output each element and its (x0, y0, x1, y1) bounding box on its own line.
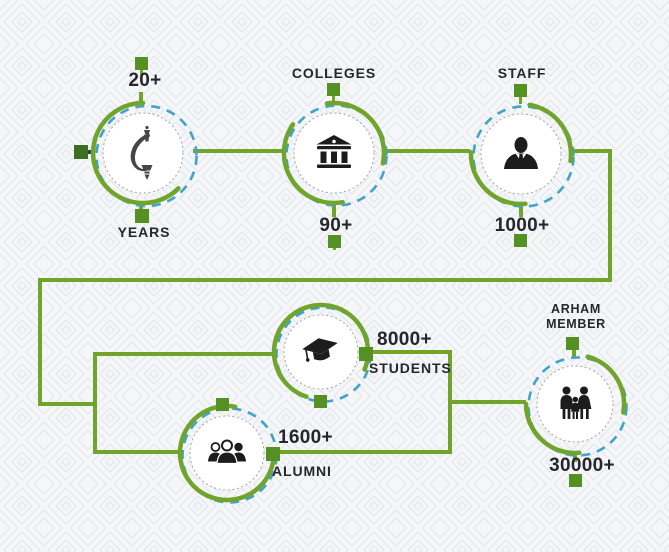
colleges-dashed-ring (285, 104, 388, 207)
family-icon (560, 386, 592, 419)
colleges-circle (281, 100, 388, 207)
college-building-icon (316, 135, 352, 168)
years-dashed-ring (95, 104, 198, 208)
arham-green-arc2 (523, 401, 582, 456)
square-alumni-right (266, 447, 280, 461)
colleges-green-arc2 (281, 122, 345, 206)
connector-right-vertical (608, 149, 612, 282)
square-years-top (135, 57, 148, 70)
lamp-emblem-icon (130, 125, 153, 180)
connector-arham-bottom (573, 451, 577, 462)
square-arham-top (566, 337, 579, 350)
arham-green-arc (585, 354, 627, 415)
staff-circle (468, 102, 575, 208)
staff-green-arc (527, 102, 574, 164)
alumni-green-arc (177, 403, 277, 503)
connector-navy-stub (84, 150, 94, 154)
colleges-label: COLLEGES (291, 65, 377, 81)
connector-staff-right (571, 149, 612, 153)
connector-years-top-stub (140, 69, 143, 76)
connector-staff-bottom (519, 203, 523, 217)
years-inner-circle (102, 112, 184, 194)
square-years-bottom (135, 209, 149, 223)
connector-alumni-right (274, 450, 452, 454)
arham-member-circle (523, 354, 628, 457)
years-label: YEARS (117, 224, 171, 240)
colleges-value: 90+ (319, 215, 353, 236)
arham-member-value: 30000+ (549, 455, 615, 476)
students-label: STUDENTS (369, 360, 452, 376)
connector-90-square-stub (333, 246, 336, 250)
connector-left-vertical (38, 278, 42, 406)
connector-colleges-staff (384, 149, 470, 153)
staff-green-arc2 (468, 150, 528, 207)
connector-colleges-bottom (332, 202, 336, 217)
connector-students-right (366, 350, 452, 354)
staff-dashed-ring (472, 105, 575, 208)
years-circle (90, 100, 198, 208)
square-staff-bottom (514, 234, 527, 247)
square-staff-top (514, 84, 527, 97)
connector-left-elbow (38, 402, 97, 406)
square-students-right (359, 347, 373, 361)
years-green-arc (90, 100, 181, 206)
person-icon (504, 137, 538, 169)
arham-label-line1: ARHAM (550, 302, 602, 316)
graduation-cap-icon (302, 338, 338, 362)
connector-students-left (95, 352, 275, 356)
connector-colleges-top-stub (332, 95, 335, 103)
alumni-value: 1600+ (278, 427, 333, 448)
staff-label: STAFF (497, 65, 547, 81)
colleges-green-arc (324, 100, 387, 166)
arham-member-label: ARHAM MEMBER (528, 302, 624, 331)
staff-value: 1000+ (494, 215, 550, 236)
square-students-bottom (314, 395, 327, 408)
connector-years-colleges (193, 149, 283, 153)
arham-label-line2: MEMBER (546, 316, 606, 331)
connector-arham-left (450, 400, 526, 404)
connector-arham-top-stub (572, 349, 576, 358)
alumni-label: ALUMNI (272, 463, 332, 479)
years-value: 20+ (128, 70, 162, 91)
square-alumni-top (216, 398, 229, 411)
square-colleges-top (327, 83, 340, 96)
connector-staff-top-stub (519, 96, 522, 104)
connector-years-top (139, 92, 143, 104)
square-arham-bottom (569, 474, 582, 487)
students-value: 8000+ (377, 329, 432, 350)
students-green-arc (271, 302, 371, 399)
connector-alumni-left (95, 450, 181, 454)
square-colleges-bottom (328, 235, 341, 248)
connector-mid-horizontal (38, 278, 612, 282)
people-group-icon (208, 439, 246, 465)
connector-midleft-vertical (93, 352, 97, 454)
arham-dashed-ring (527, 356, 628, 457)
square-years-left (74, 145, 88, 159)
